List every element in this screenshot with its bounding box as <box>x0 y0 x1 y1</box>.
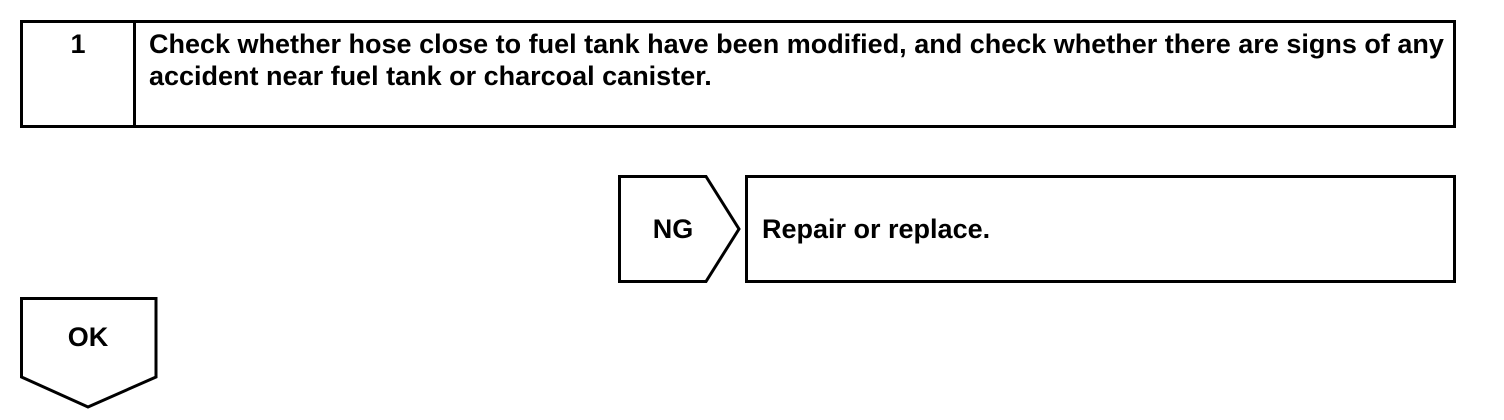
ok-arrow-shape <box>20 297 158 409</box>
inspection-step-box: 1 Check whether hose close to fuel tank … <box>20 20 1456 128</box>
step-number: 1 <box>23 23 136 125</box>
ok-label: OK <box>67 322 109 352</box>
ng-label: NG <box>652 214 694 244</box>
ng-arrow-shape <box>618 175 741 283</box>
step-description: Check whether hose close to fuel tank ha… <box>149 29 1444 91</box>
ng-result-box: Repair or replace. <box>745 175 1456 283</box>
